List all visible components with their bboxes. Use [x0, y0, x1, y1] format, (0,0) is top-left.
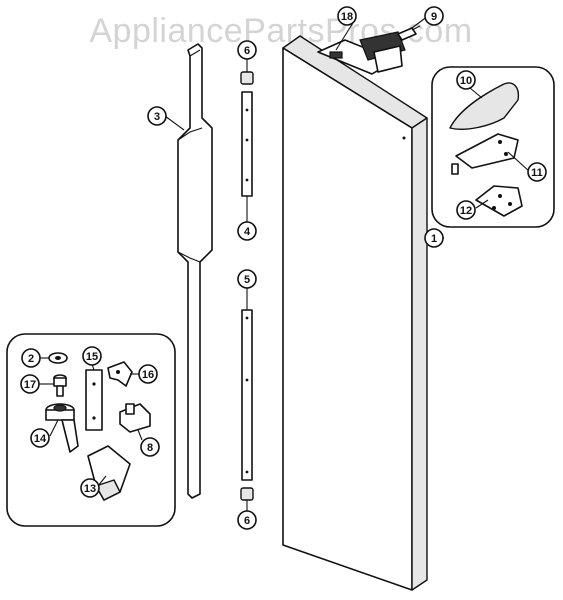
callout-16-label: 16	[142, 369, 154, 381]
bottom-hinge	[45, 403, 79, 453]
callout-6-bottom: 6	[237, 510, 257, 530]
callout-15-label: 15	[86, 351, 98, 363]
callout-15: 15	[82, 346, 102, 366]
callout-16: 16	[138, 364, 158, 384]
callout-2-label: 2	[28, 353, 34, 365]
callout-12-label: 12	[460, 205, 472, 217]
callout-6-top-label: 6	[244, 45, 250, 57]
hinge-plate	[451, 133, 519, 175]
callout-4: 4	[237, 221, 257, 241]
callout-3: 3	[147, 106, 167, 126]
hinge-screw	[397, 25, 421, 41]
callout-6-bottom-label: 6	[244, 515, 250, 527]
callout-13: 13	[80, 478, 100, 498]
callout-10-label: 10	[460, 75, 472, 87]
watermark-text: AppliancePartsPros.com	[89, 12, 472, 50]
callout-1-label: 1	[431, 233, 437, 245]
callout-1: 1	[424, 228, 444, 248]
callout-5-label: 5	[244, 274, 250, 286]
washer	[48, 352, 68, 364]
lower-trim-strip	[241, 309, 253, 481]
callout-10: 10	[456, 70, 476, 90]
callout-17: 17	[20, 374, 40, 394]
upper-trim-strip	[241, 91, 253, 197]
callout-14: 14	[30, 428, 50, 448]
door-stop-bracket	[107, 361, 133, 387]
hinge-bracket	[475, 185, 523, 217]
callout-12: 12	[456, 200, 476, 220]
handle-end-cap-bottom	[240, 487, 254, 501]
callout-18: 18	[337, 6, 357, 26]
callout-4-label: 4	[244, 226, 251, 238]
callout-18-label: 18	[341, 11, 353, 23]
callout-13-label: 13	[84, 483, 96, 495]
bottom-hinge-inset	[6, 333, 176, 527]
callout-9-label: 9	[431, 11, 437, 23]
callout-3-label: 3	[154, 111, 160, 123]
door-closer-cam	[119, 403, 151, 433]
callout-8-label: 8	[147, 442, 153, 454]
hinge-inset	[431, 66, 555, 228]
callout-2: 2	[21, 348, 41, 368]
hinge-cover	[449, 82, 520, 130]
hinge-shim	[85, 369, 103, 431]
callout-6-top: 6	[237, 40, 257, 60]
callout-14-label: 14	[34, 433, 47, 445]
callout-5: 5	[237, 269, 257, 289]
callout-11-label: 11	[531, 167, 543, 179]
hinge-pin	[53, 374, 67, 397]
door-panel	[282, 35, 428, 591]
callout-8: 8	[140, 437, 160, 457]
callout-17-label: 17	[24, 379, 36, 391]
handle-end-cap-top	[240, 71, 254, 85]
door-handle	[177, 43, 213, 499]
callout-11: 11	[527, 162, 547, 182]
callout-9: 9	[424, 6, 444, 26]
